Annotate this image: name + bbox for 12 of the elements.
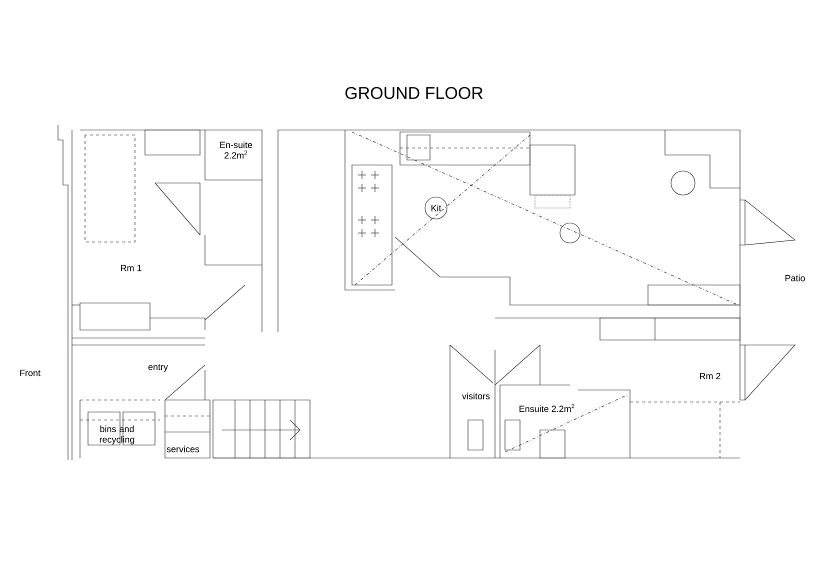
room-label: visitors xyxy=(462,392,490,400)
room-label: Ensuite 2.2m$^{2}$ xyxy=(520,404,574,412)
room-label: En-suite 2.2m$^{2}$ xyxy=(220,141,252,158)
room-label: entry xyxy=(148,364,168,372)
room-label: services xyxy=(166,446,200,452)
room-label: Front xyxy=(20,370,40,376)
room-label: Patio xyxy=(785,274,805,282)
room-label: Rm 1 xyxy=(121,264,142,272)
room-label: Rm 2 xyxy=(700,372,720,380)
title: GROUND FLOOR xyxy=(345,86,483,100)
room-label: Kit xyxy=(432,204,442,212)
room-label: bins and recycling xyxy=(100,426,134,444)
